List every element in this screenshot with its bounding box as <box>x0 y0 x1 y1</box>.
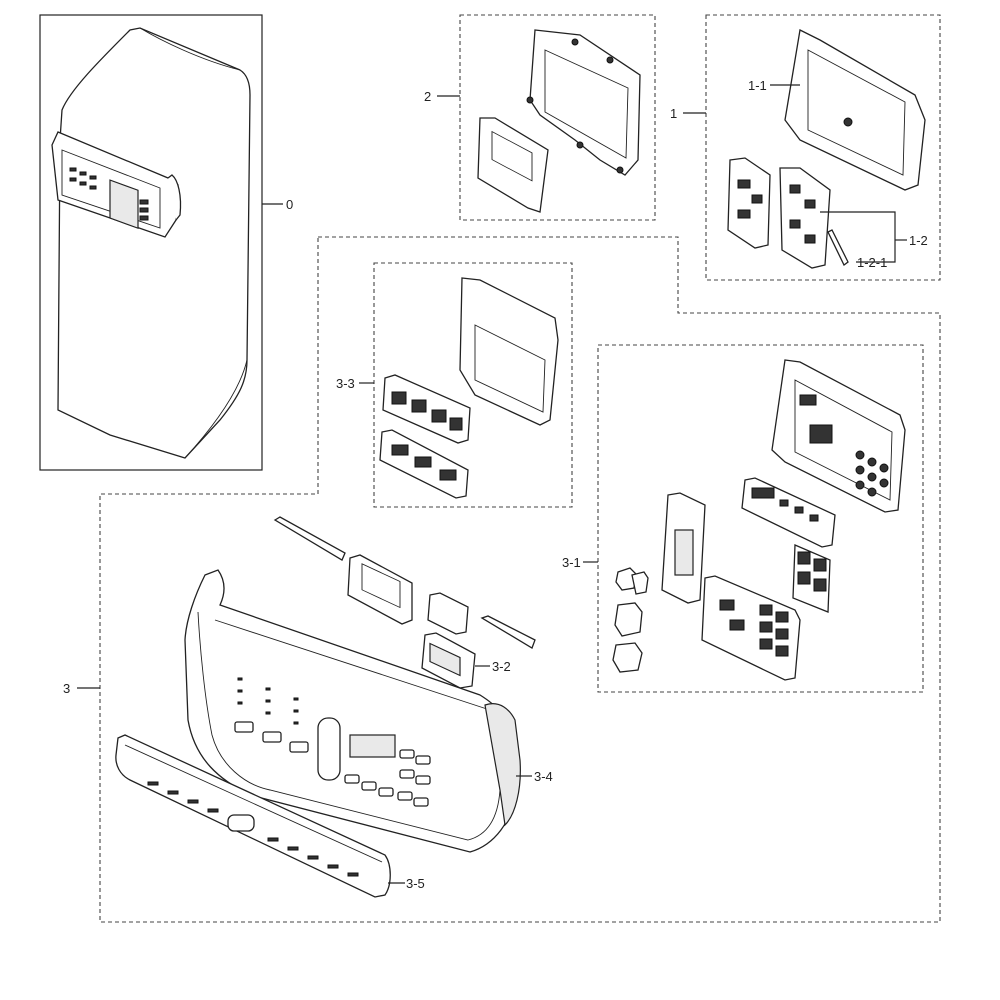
knob-cap-small-b-part <box>631 571 649 595</box>
callout-0: 0 <box>286 197 293 212</box>
pcb-3-1-knob-window <box>674 529 694 576</box>
assembly-3-1[interactable]: 3-1 <box>562 344 924 693</box>
assembly-3-3-frame <box>373 262 573 508</box>
pcb-1-1-hole <box>843 117 853 127</box>
knob-cap-large-b-part <box>612 642 643 673</box>
control-panel-frame-ridge <box>214 619 491 711</box>
callout-3-2: 3-2 <box>492 659 511 674</box>
bracket-3-2-upper-part <box>427 592 469 635</box>
assembly-3-3[interactable]: 3-3 <box>336 262 573 508</box>
pcb-3-3-bracket-part <box>459 277 559 426</box>
key-strip-lower-keys <box>391 444 457 481</box>
assembly-3-1-frame <box>597 344 924 693</box>
pcb-3-1-key-block-keys <box>797 551 827 592</box>
lid-panel-buttons <box>69 167 149 221</box>
pcb-3-1-main-inner <box>794 379 893 501</box>
control-panel-side-cap <box>484 703 521 827</box>
pcb-1-1-part <box>784 29 926 191</box>
assembly-3-5[interactable]: 3-5 <box>115 734 425 898</box>
callout-3-5: 3-5 <box>406 876 425 891</box>
callout-3-3: 3-3 <box>336 376 355 391</box>
pcb-cover-part <box>529 29 641 176</box>
pcb-3-3-bracket-inner <box>474 324 546 413</box>
callout-1-2: 1-2 <box>909 233 928 248</box>
lid-panel-display <box>109 179 139 230</box>
wire-1-2-1-part <box>827 229 849 266</box>
decor-strip-dial-opening <box>227 814 255 832</box>
leader-1-2-bracket <box>820 211 896 263</box>
assembly-1-frame <box>705 14 941 281</box>
control-panel-display <box>349 734 396 758</box>
lid-panel-endcap <box>167 174 182 221</box>
pcb-3-1-display-strip-items <box>751 487 819 522</box>
callout-1: 1 <box>670 106 677 121</box>
assembly-0[interactable]: 0 <box>39 14 293 471</box>
control-panel-buttons <box>234 721 431 807</box>
callout-1-1: 1-1 <box>748 78 767 93</box>
decor-strip-slots <box>147 781 359 877</box>
callout-2: 2 <box>424 89 431 104</box>
frame-bracket-part <box>347 554 413 625</box>
assembly-2-frame <box>459 14 656 221</box>
bar-bracket-part <box>273 516 346 561</box>
control-panel-leds <box>237 677 299 725</box>
pcb-3-1-lower-panel-part <box>701 575 801 681</box>
decor-strip-ridge <box>124 744 383 863</box>
pcb-1-2-part <box>779 167 831 269</box>
pcb-3-1-main-buttons <box>799 394 889 497</box>
assembly-1[interactable]: 1 1-1 1-2 1-2-1 <box>670 14 941 281</box>
callout-3[interactable]: 3 <box>63 681 70 696</box>
assembly-3-frame <box>99 236 941 923</box>
pcb-bracket-window <box>491 130 533 182</box>
assembly-0-frame <box>39 14 263 471</box>
pcb-bracket-part <box>477 117 549 213</box>
assembly-3-loose-parts[interactable]: 3-2 <box>273 516 536 689</box>
assembly-3-4[interactable]: 3-4 <box>184 569 553 853</box>
key-strip-upper-keys <box>391 391 463 431</box>
pcb-cover-inner <box>544 49 629 159</box>
assembly-2[interactable]: 2 <box>424 14 656 221</box>
frame-bracket-window <box>361 563 401 609</box>
lid-panel-inner <box>61 149 161 229</box>
knob-cap-small-a-part <box>615 567 637 591</box>
callout-3-4: 3-4 <box>534 769 553 784</box>
pcb-cover-holes <box>526 38 624 174</box>
cabinet-lid-part <box>57 27 251 459</box>
decor-strip-part <box>115 734 391 898</box>
connector-strip-part <box>480 615 536 649</box>
control-panel-frame-inner <box>197 611 503 841</box>
lid-edge-line <box>139 27 241 71</box>
pcb-1-1-inner <box>807 49 906 176</box>
pcb-3-1-lower-panel-keys <box>719 599 789 657</box>
knob-cap-large-a-part <box>614 602 643 637</box>
pcb-1-left-part <box>727 157 771 249</box>
callout-1-2-1: 1-2-1 <box>857 255 887 270</box>
pcb-1-left-chips <box>737 179 763 219</box>
callout-3-1: 3-1 <box>562 555 581 570</box>
control-panel-dial <box>317 717 341 781</box>
lid-side-line <box>184 359 248 459</box>
pcb-1-2-chips <box>789 184 816 244</box>
pcb-3-1-main-part <box>771 359 906 513</box>
bracket-3-2-window <box>429 642 461 677</box>
